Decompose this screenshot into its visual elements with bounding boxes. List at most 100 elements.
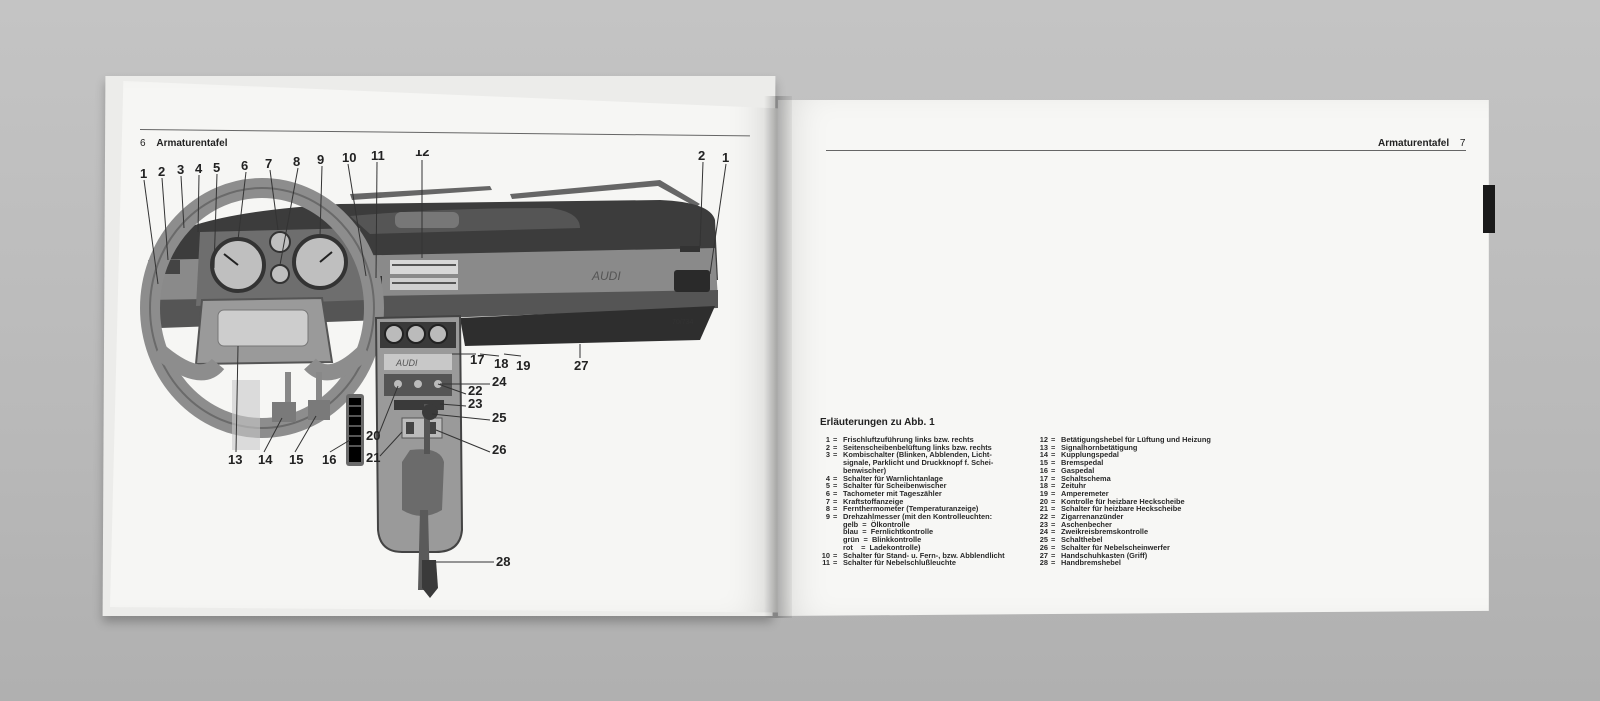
callout-17: 17 (470, 352, 484, 367)
legend-item-equals: = (833, 496, 838, 506)
legend-item: 28=Handbremshebel (1036, 559, 1266, 567)
legend-item-equals: = (1051, 519, 1056, 529)
legend-item: 26=Schalter für Nebelscheinwerfer (1036, 544, 1266, 552)
figure-callouts: 1 2 3 4 5 6 7 8 9 10 11 12 2 1 13 14 15 … (140, 150, 729, 569)
legend-item-equals: = (833, 481, 838, 491)
callout-19: 19 (516, 358, 530, 373)
legend-item-equals: = (1051, 527, 1056, 537)
callout-28: 28 (496, 554, 510, 569)
legend-item-equals: = (1051, 496, 1056, 506)
callout-6: 6 (241, 158, 248, 173)
legend-item-equals: = (1051, 442, 1056, 452)
legend-item-text: Schalthebel (1061, 535, 1103, 545)
legend-item-number: 2 (825, 442, 830, 452)
legend-item-text: grün = Blinkkontrolle (843, 535, 922, 545)
legend-item-text: Schaltschema (1061, 473, 1111, 483)
legend-column-right: 12=Betätigungshebel für Lüftung und Heiz… (1036, 436, 1266, 567)
legend-item-equals: = (1051, 465, 1056, 475)
legend-item-number: 15 (1039, 458, 1048, 468)
callout-26: 26 (492, 442, 506, 457)
right-page (778, 100, 1489, 616)
callout-27: 27 (574, 358, 588, 373)
legend-item-equals: = (833, 512, 838, 522)
callout-1-left: 1 (140, 166, 147, 181)
legend-item-text: Kombischalter (Blinken, Abblenden, Licht… (843, 450, 992, 460)
legend-item-text: Betätigungshebel für Lüftung und Heizung (1061, 435, 1211, 444)
legend-item-text: Signalhornbetätigung (1061, 442, 1138, 452)
right-header-rule (826, 150, 1466, 151)
callout-2-left: 2 (158, 164, 165, 179)
legend-item-number: 4 (825, 473, 830, 483)
legend-item: 17=Schaltschema (1036, 473, 1266, 483)
left-page-header: 6 Armaturentafel (140, 138, 227, 149)
legend-item-equals: = (1051, 458, 1056, 468)
legend-item: 25= Schalthebel (1036, 536, 1266, 544)
legend-item-text: Bremspedal (1061, 458, 1104, 468)
legend-item-number: 21 (1039, 504, 1048, 514)
legend-item-text: Schalter für Stand- u. Fern-, bzw. Abble… (843, 550, 1005, 560)
legend-item: 19=Amperemeter (1036, 490, 1266, 498)
legend-item-equals: = (1051, 512, 1056, 522)
legend-item-equals: = (833, 504, 838, 514)
left-page-title: Armaturentafel (156, 138, 228, 149)
callout-11: 11 (371, 150, 385, 163)
legend-item-number: 12 (1039, 435, 1048, 444)
right-page-number: 7 (1459, 138, 1466, 149)
right-page-header: Armaturentafel 7 (1378, 138, 1465, 149)
right-page-title: Armaturentafel (1378, 138, 1450, 149)
legend-item-number: 25 (1039, 535, 1048, 545)
legend-item: 16=Gaspedal (1036, 467, 1266, 475)
legend-item-text: Schalter für heizbare Heckscheibe (1061, 504, 1182, 514)
callout-25: 25 (492, 410, 506, 425)
legend-item: 13= Signalhornbetätigung (1036, 442, 1266, 452)
legend-item-text: Zigarrenanzünder (1061, 512, 1124, 522)
callout-13: 13 (228, 452, 242, 467)
legend-item: 27=Handschuhkasten (Griff) (1036, 550, 1266, 560)
legend-item-text: signale, Parklicht und Druckknopf f. Sch… (843, 458, 994, 468)
callout-9: 9 (317, 152, 324, 167)
legend-item-text: Gaspedal (1061, 465, 1095, 475)
legend-item-number: 13 (1039, 442, 1048, 452)
legend-item: 7=Kraftstoffanzeige (818, 496, 1028, 506)
legend-item-number: 9 (825, 512, 830, 522)
legend-item-number: 10 (821, 550, 830, 560)
legend-item-text: blau = Fernlichtkontrolle (843, 527, 934, 537)
legend-item: 2=Seitenscheibenbelüftung links bzw. rec… (818, 442, 1028, 452)
legend-item: 10=Schalter für Stand- u. Fern-, bzw. Ab… (818, 550, 1028, 560)
legend-item-equals (833, 536, 843, 544)
legend-item-equals: = (1051, 550, 1056, 560)
legend-item-text: benwischer) (843, 465, 887, 475)
legend-item-number: 27 (1039, 550, 1048, 560)
callout-16: 16 (322, 452, 336, 467)
legend-item: benwischer) (818, 467, 1028, 475)
legend-item-equals: = (1051, 558, 1056, 568)
callout-21: 21 (366, 450, 380, 465)
callout-4: 4 (195, 161, 203, 176)
legend-item-number: 24 (1039, 527, 1048, 537)
callout-14: 14 (258, 452, 273, 467)
legend-item: 1=Frischluftzuführung links bzw. rechts (818, 436, 1028, 444)
legend-item: 9=Drehzahlmesser (mit den Kontrolleuchte… (818, 513, 1028, 521)
dashboard-illustration: AUDI (140, 150, 729, 598)
legend-item-text: Kontrolle für heizbare Heckscheibe (1061, 496, 1185, 506)
legend-item: 14=Kupplungspedal (1036, 451, 1266, 459)
legend-item-number: 26 (1039, 542, 1048, 552)
legend-item: signale, Parklicht und Druckknopf f. Sch… (818, 459, 1028, 467)
legend-item-equals: = (833, 488, 838, 498)
legend-item: 24=Zweikreisbremskontrolle (1036, 528, 1266, 536)
legend-item-equals: = (1051, 535, 1056, 545)
legend-item-text: Schalter für Nebelscheinwerfer (1061, 542, 1170, 552)
legend-item-number (818, 536, 830, 544)
legend-item: 3=Kombischalter (Blinken, Abblenden, Lic… (818, 451, 1028, 459)
legend-item-number: 28 (1039, 558, 1048, 568)
legend-item-number: 11 (822, 558, 830, 568)
legend-item-equals: = (1051, 488, 1056, 498)
legend-item-equals: = (1051, 435, 1056, 444)
figure-code: 70/734 (672, 319, 694, 326)
legend-item-text: Schalter für Warnlichtanlage (843, 473, 943, 483)
thumb-index-tab (1483, 185, 1495, 233)
callout-15: 15 (289, 452, 303, 467)
legend-item: 4=Schalter für Warnlichtanlage (818, 473, 1028, 483)
legend-item-number: 14 (1039, 450, 1048, 460)
legend-item: 11=Schalter für Nebelschlußleuchte (818, 559, 1028, 567)
